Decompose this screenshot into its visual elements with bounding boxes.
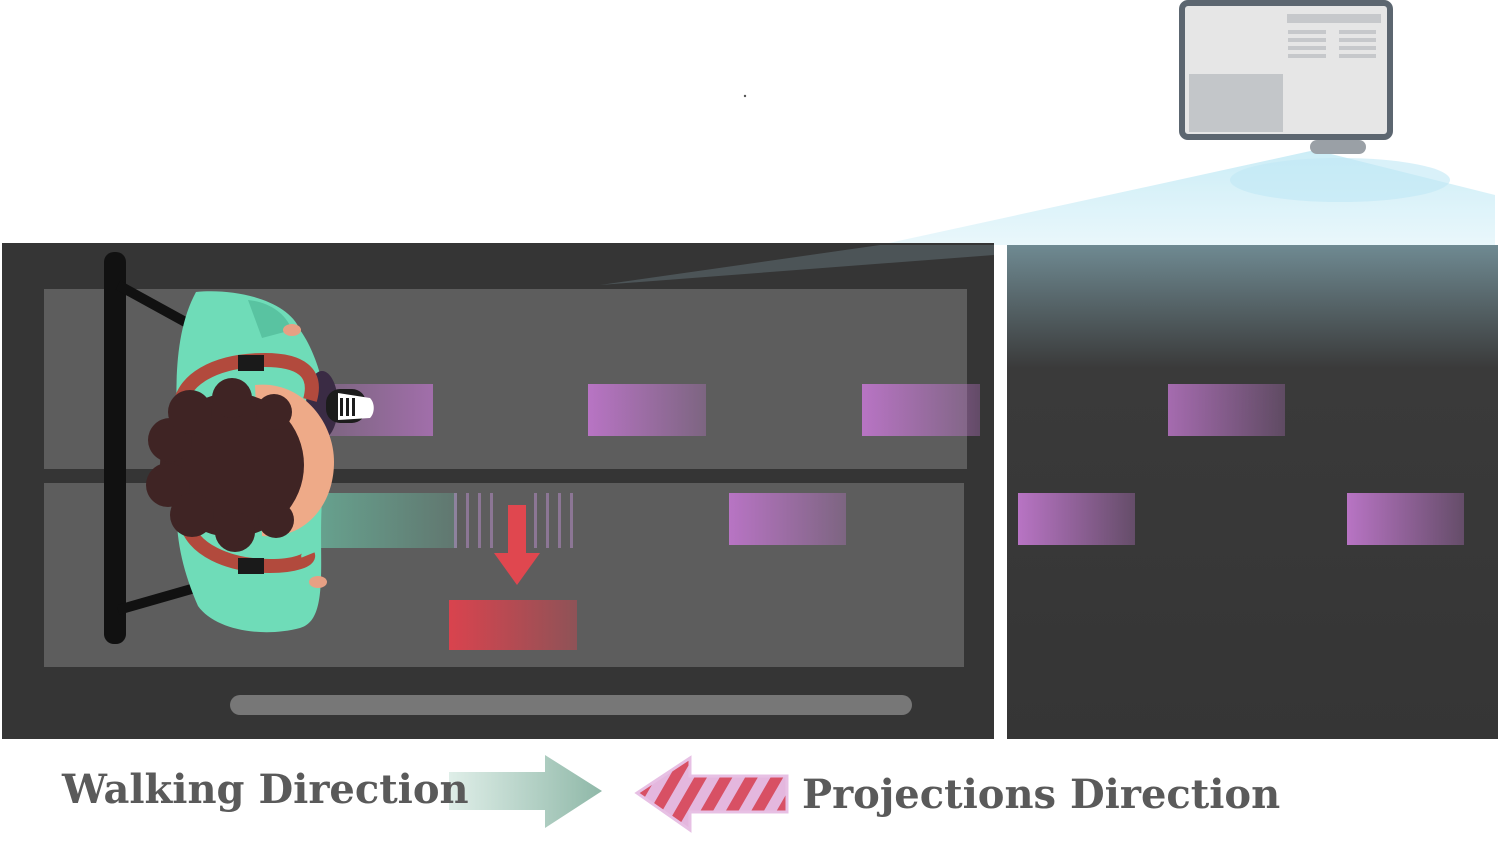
purple-tile	[1347, 493, 1464, 545]
projector-icon	[1179, 0, 1393, 154]
projector-glow	[1230, 158, 1450, 202]
walking-direction-label: Walking Direction	[62, 766, 469, 813]
arrow-left-striped-icon	[634, 755, 789, 833]
purple-tile	[862, 384, 980, 436]
motion-trail	[315, 493, 573, 548]
treadmill-rail	[230, 695, 912, 715]
purple-tile	[1018, 493, 1135, 545]
projection-floor	[1007, 245, 1498, 739]
purple-tile	[588, 384, 706, 436]
projections-direction-label: Projections Direction	[802, 771, 1281, 818]
speck	[743, 94, 747, 98]
walker-top-view-icon	[146, 291, 374, 633]
purple-tile	[729, 493, 846, 545]
arrow-right-icon	[449, 755, 602, 828]
arrow-down-icon	[494, 505, 540, 585]
red-tile	[449, 600, 577, 650]
floor-light-spill	[600, 245, 994, 285]
purple-tile	[1168, 384, 1285, 436]
